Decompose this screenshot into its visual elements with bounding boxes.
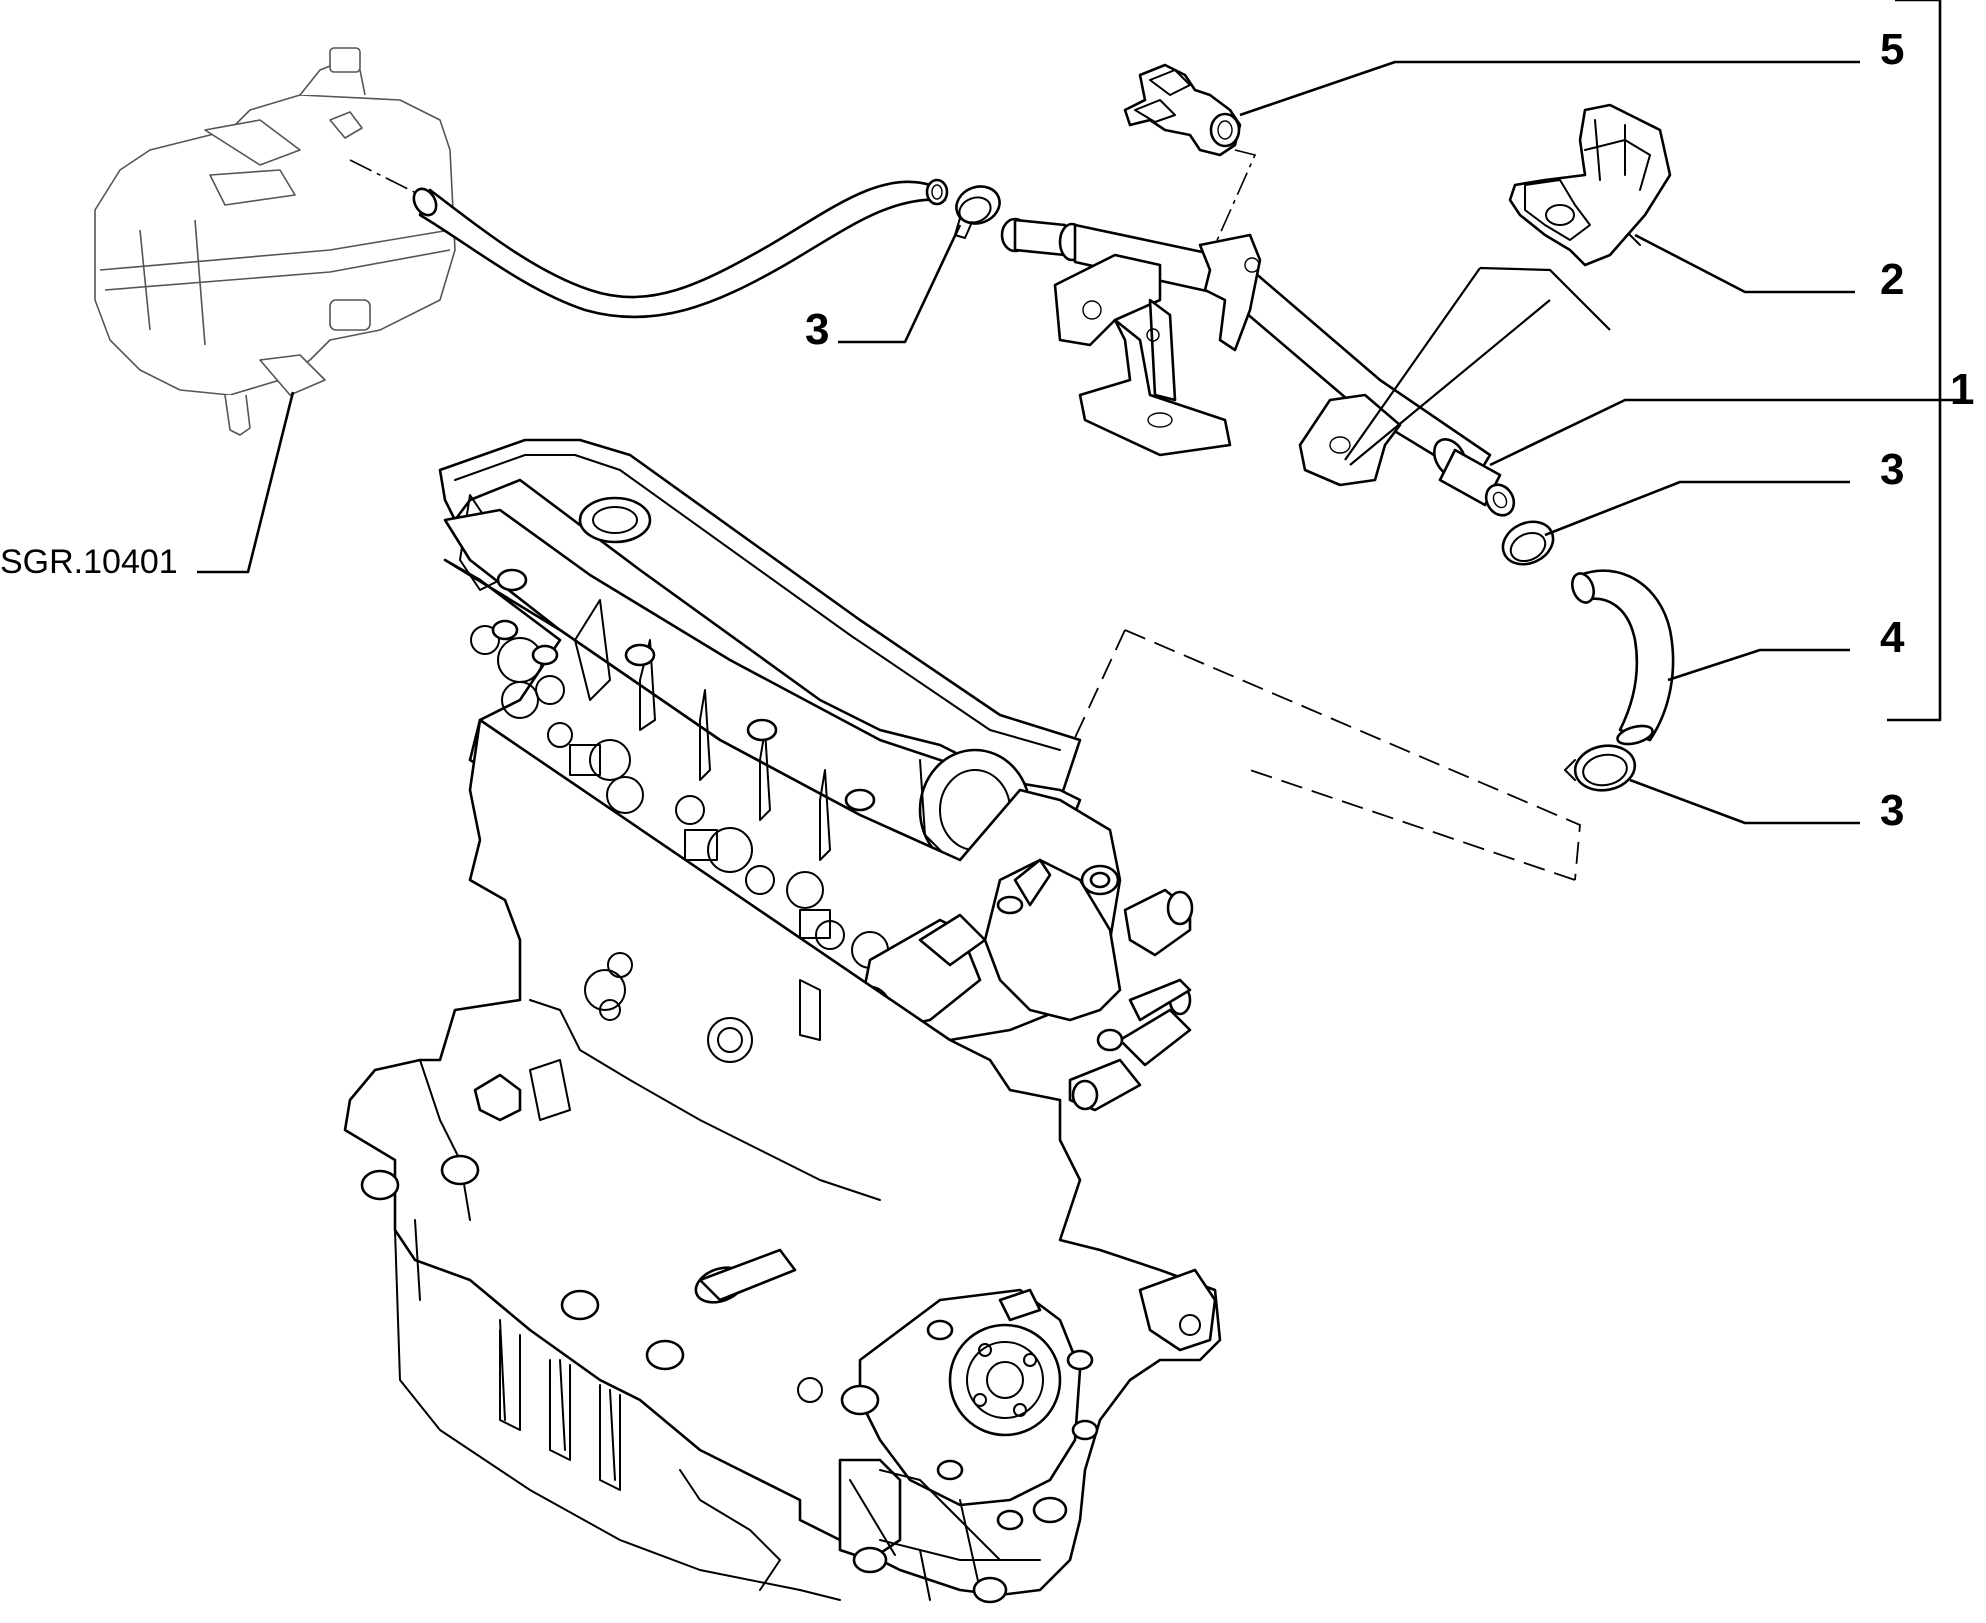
callout-part-5: 5 [1880,25,1904,74]
callout-part-4: 4 [1880,613,1905,662]
hose-engine-connection [1059,629,1581,881]
tank-hose-axis [349,159,421,196]
callout-part-3-right-lower: 3 [1880,786,1904,835]
hose-clamp-right-lower [1564,744,1637,792]
short-hose-part-4 [1570,569,1675,746]
callout-part-2: 2 [1880,255,1904,304]
clip-part-2 [1508,103,1672,267]
leader-lines [197,0,1965,825]
callout-labels: 5 2 1 3 4 3 3 SGR.10401 [0,25,1974,835]
reference-code-label: SGR.10401 [0,543,178,581]
callout-part-3-right-upper: 3 [1880,445,1904,494]
clip-axis [1214,149,1257,246]
hose-clamp-right-upper [1501,520,1555,566]
clip2-ref-line-a [1479,266,1611,331]
clip-part-5 [1123,63,1242,157]
engine-block [343,438,1222,1604]
expansion-tank [94,47,456,436]
coolant-pipe [1000,217,1516,517]
clip2-ref-line-b [1344,267,1481,461]
hose-clamp-top [954,185,1001,239]
clip2-ref-line-c [1349,299,1551,466]
upper-hose [412,178,949,319]
callout-part-1: 1 [1950,365,1974,414]
callout-part-3-top-left: 3 [805,305,829,354]
